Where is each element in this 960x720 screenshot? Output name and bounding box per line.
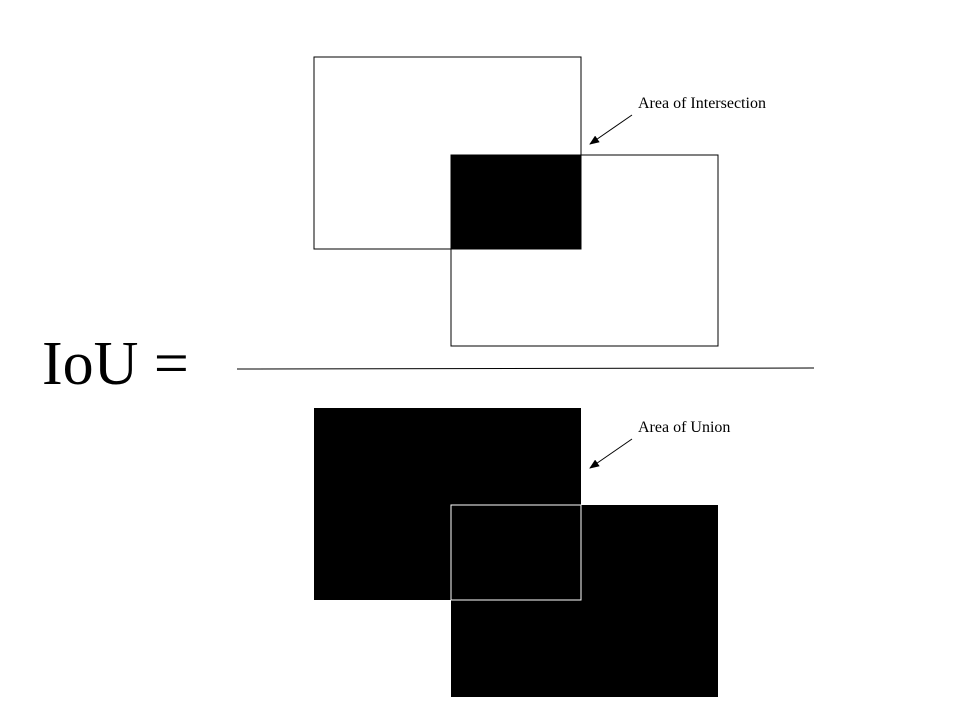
intersection-overlap-region: [451, 155, 581, 249]
union-diagram: Area of Union: [314, 408, 730, 697]
iou-formula-label: IoU =: [42, 330, 189, 398]
intersection-diagram: Area of Intersection: [313, 56, 766, 347]
union-overlap-outline: [450, 504, 582, 601]
intersection-arrow: [589, 114, 633, 145]
union-box-b: [451, 505, 718, 697]
union-arrow: [589, 438, 633, 469]
fraction-bar: [236, 367, 815, 370]
union-label: Area of Union: [638, 419, 730, 436]
intersection-box-b: [450, 154, 719, 347]
intersection-label: Area of Intersection: [638, 95, 766, 112]
intersection-box-a: [313, 56, 582, 250]
